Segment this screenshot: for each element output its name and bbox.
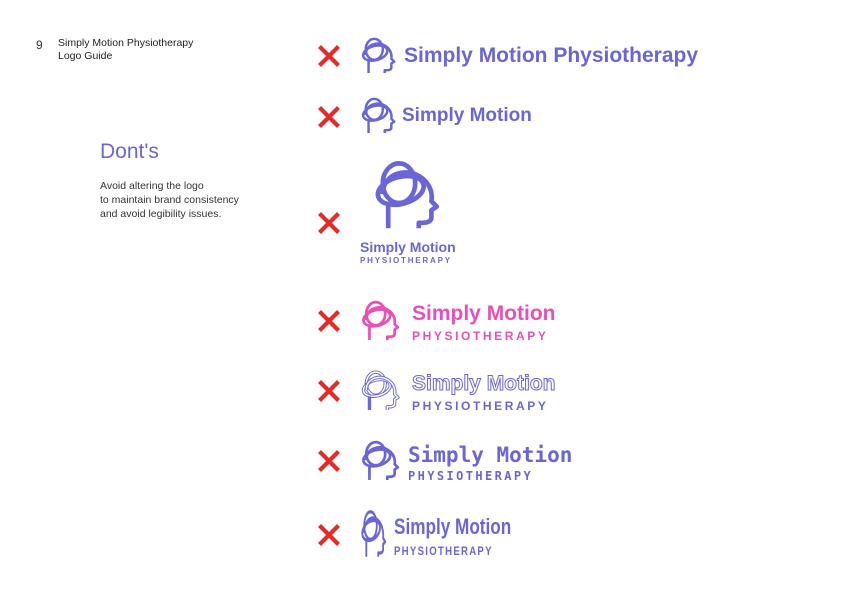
logo-name: Simply Motion — [402, 105, 532, 126]
section-heading: Dont's — [100, 140, 159, 163]
dont-example-1: Simply Motion Physiotherapy — [318, 34, 738, 78]
dont-example-5: Simply Motion PHYSIOTHERAPY — [318, 366, 598, 416]
description-line1: Avoid altering the logo — [100, 180, 204, 192]
cross-icon — [318, 450, 340, 472]
logo-variant-1: Simply Motion Physiotherapy — [358, 34, 738, 78]
head-logo-icon — [360, 36, 398, 74]
logo-subtitle: PHYSIOTHERAPY — [408, 469, 534, 483]
document-title: Simply Motion Physiotherapy Logo Guide — [58, 37, 193, 63]
dont-example-7: Simply Motion PHYSIOTHERAPY — [318, 506, 538, 562]
page-number: 9 — [36, 38, 43, 52]
cross-icon — [318, 45, 340, 67]
head-logo-icon — [360, 438, 402, 482]
logo-variant-2: Simply Motion — [358, 94, 578, 138]
head-logo-icon — [360, 508, 388, 558]
logo-subtitle: PHYSIOTHERAPY — [360, 256, 452, 265]
logo-name: Simply Motion — [360, 239, 456, 255]
logo-name: Simply Motion Physiotherapy — [404, 44, 699, 67]
dont-example-3: Simply Motion PHYSIOTHERAPY — [318, 156, 488, 268]
logo-name: Simply Motion — [408, 443, 573, 467]
document-title-line1: Simply Motion Physiotherapy — [58, 37, 194, 49]
logo-variant-3: Simply Motion PHYSIOTHERAPY — [358, 156, 488, 268]
logo-name: Simply Motion — [412, 302, 556, 325]
section-description: Avoid altering the logo to maintain bran… — [100, 179, 239, 221]
cross-icon — [318, 212, 340, 234]
head-logo-icon — [372, 156, 444, 232]
description-line3: and avoid legibility issues. — [100, 208, 222, 220]
cross-icon — [318, 380, 340, 402]
dont-example-2: Simply Motion — [318, 94, 578, 138]
logo-subtitle: PHYSIOTHERAPY — [412, 329, 549, 343]
logo-variant-6: Simply Motion PHYSIOTHERAPY — [358, 436, 598, 486]
cross-icon — [318, 106, 340, 128]
logo-name: Simply Motion — [394, 514, 512, 539]
dont-example-6: Simply Motion PHYSIOTHERAPY — [318, 436, 598, 486]
cross-icon — [318, 310, 340, 332]
logo-subtitle: PHYSIOTHERAPY — [394, 544, 493, 558]
description-line2: to maintain brand consistency — [100, 194, 239, 206]
head-logo-icon — [360, 368, 402, 412]
head-logo-icon — [360, 298, 402, 342]
logo-variant-7: Simply Motion PHYSIOTHERAPY — [358, 506, 538, 562]
logo-variant-4: Simply Motion PHYSIOTHERAPY — [358, 296, 598, 346]
document-title-line2: Logo Guide — [58, 50, 113, 62]
logo-variant-5: Simply Motion PHYSIOTHERAPY — [358, 366, 598, 416]
dont-example-4: Simply Motion PHYSIOTHERAPY — [318, 296, 598, 346]
logo-name: Simply Motion — [412, 372, 556, 396]
cross-icon — [318, 524, 340, 546]
logo-subtitle: PHYSIOTHERAPY — [412, 399, 549, 413]
head-logo-icon — [360, 96, 398, 134]
